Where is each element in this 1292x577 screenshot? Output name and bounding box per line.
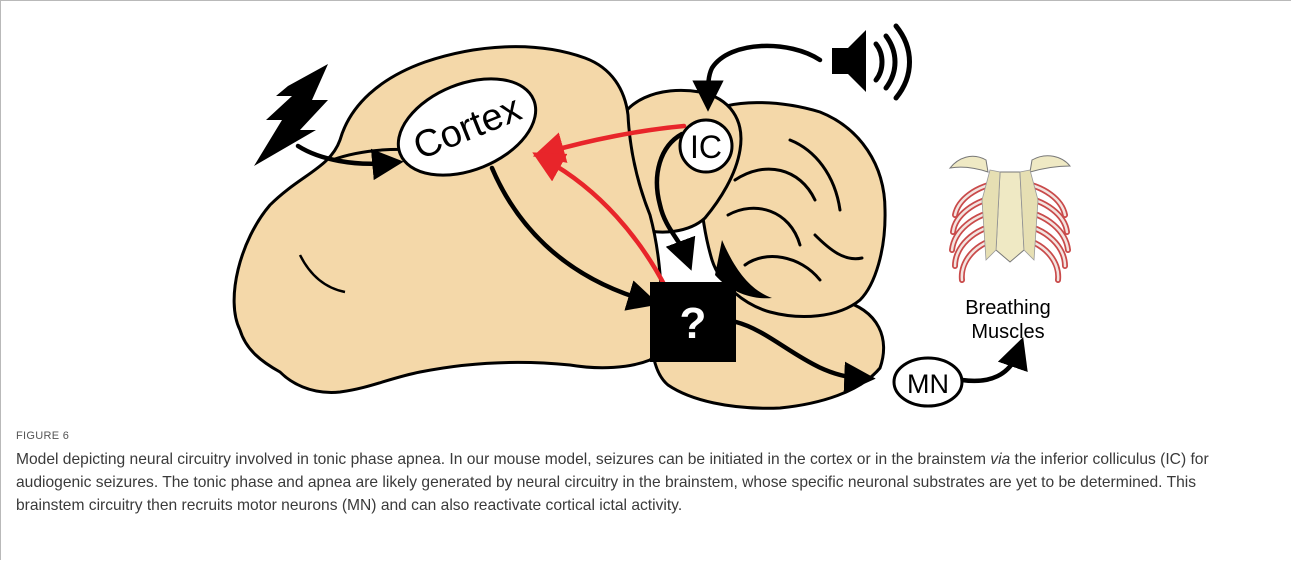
caption-italic-via: via [990, 451, 1010, 468]
muscles-label: Muscles [971, 321, 1044, 343]
unknown-label: ? [680, 299, 707, 348]
ribcage-icon [950, 156, 1070, 280]
breathing-label: Breathing [965, 297, 1051, 319]
ic-node: IC [680, 120, 732, 172]
figure-number: FIGURE 6 [16, 430, 69, 442]
mn-label: MN [907, 369, 949, 399]
arrow-mn-to-muscles [962, 352, 1018, 381]
arrow-speaker-to-ic [708, 46, 820, 96]
unknown-circuit-node: ? [650, 282, 736, 362]
mn-node: MN [894, 358, 962, 406]
figure-caption: Model depicting neural circuitry involve… [16, 448, 1266, 517]
speaker-icon [832, 26, 910, 98]
figure-diagram: Cortex IC ? MN Breathing Muscles [0, 0, 1292, 410]
ic-label: IC [690, 129, 722, 165]
caption-text-part1: Model depicting neural circuitry involve… [16, 451, 990, 468]
lightning-icon [254, 64, 328, 166]
